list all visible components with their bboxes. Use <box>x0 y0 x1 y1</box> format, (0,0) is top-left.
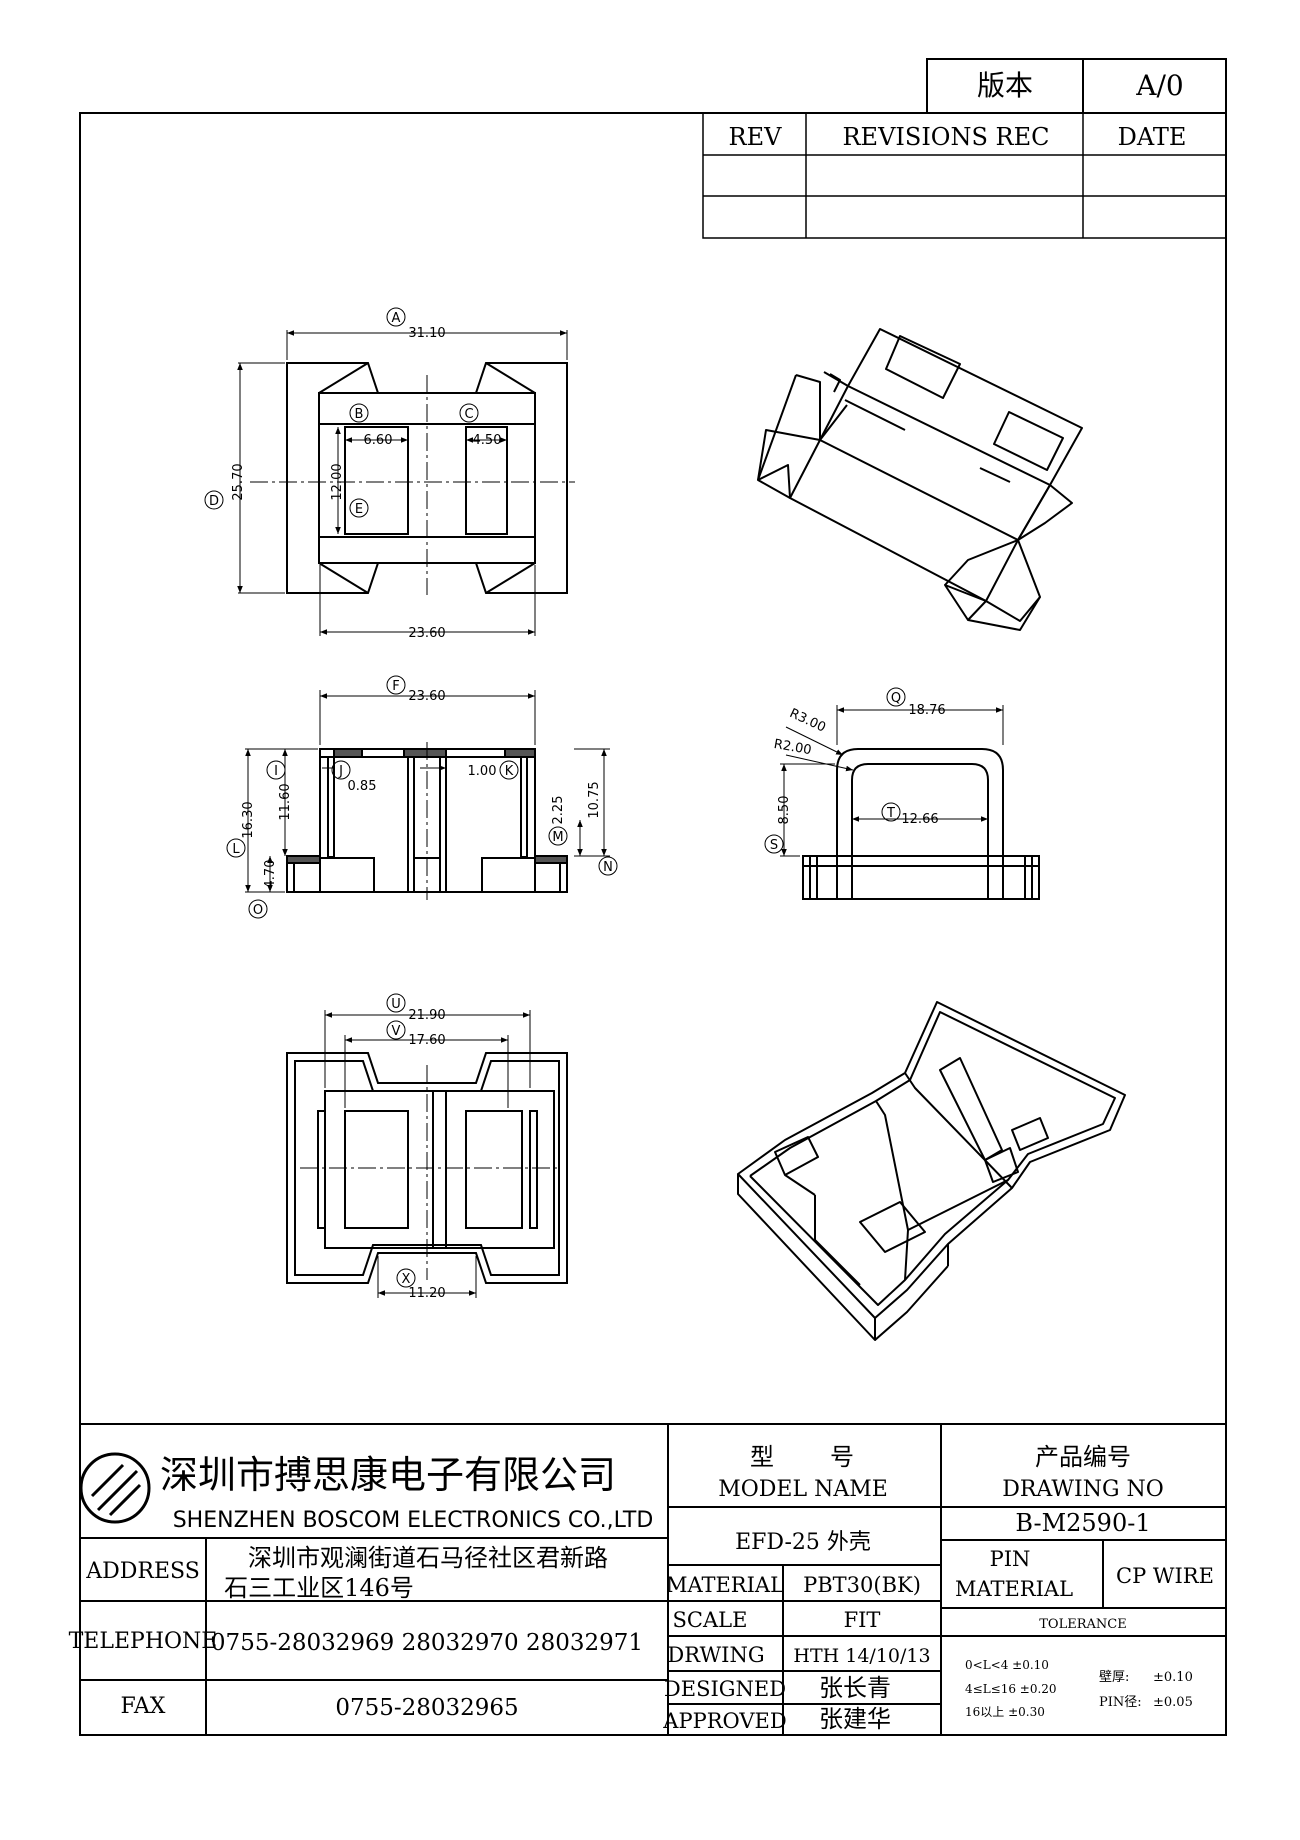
pin-material-label: MATERIAL <box>955 1577 1073 1601</box>
approved-value: 张建华 <box>819 1705 891 1733</box>
fax-label: FAX <box>121 1694 166 1719</box>
drwing-label: DRWING <box>667 1643 764 1667</box>
dim-l-value: 16.30 <box>241 801 256 838</box>
approved-label: APPROVED <box>662 1709 786 1733</box>
drwing-value: HTH 14/10/13 <box>793 1645 930 1667</box>
dim-d-value: 25.70 <box>231 463 246 500</box>
telephone-value: 0755-28032969 28032970 28032971 <box>211 1630 643 1656</box>
revision-table <box>702 112 1227 239</box>
revisions-header: REVISIONS REC <box>842 123 1049 151</box>
bottom-view-dims <box>324 993 531 1298</box>
scale-label: SCALE <box>673 1608 748 1632</box>
dim-l-letter: L <box>232 842 240 857</box>
dim-j-value: 0.85 <box>348 779 377 794</box>
dim-c-value: 4.50 <box>473 433 502 448</box>
dim-e-letter: E <box>355 502 363 517</box>
top-view-centerlines <box>250 375 575 595</box>
version-value: A/0 <box>1135 69 1183 102</box>
company-name-cn: 深圳市搏思康电子有限公司 <box>160 1453 616 1497</box>
dim-b-value: 6.60 <box>364 433 393 448</box>
dim-a-value: 31.10 <box>408 326 445 341</box>
dim-k-letter: K <box>505 764 514 779</box>
fax-value: 0755-28032965 <box>335 1695 518 1721</box>
dim-b-letter: B <box>355 407 364 422</box>
tolerance-line-3: 16以上 ±0.30 <box>965 1705 1045 1719</box>
drawing-frame <box>79 112 1227 1736</box>
dim-t-value: 12.66 <box>901 812 938 827</box>
boscom-logo-icon <box>79 1452 151 1524</box>
version-label: 版本 <box>977 69 1033 102</box>
dim-m-value: 2.25 <box>551 796 566 825</box>
bottom-view-centerlines <box>300 1065 560 1280</box>
dim-u-value: 21.90 <box>408 1008 445 1023</box>
dim-u-letter: U <box>391 997 401 1012</box>
isometric-view-top <box>757 328 1083 631</box>
bottom-view <box>286 1052 568 1284</box>
model-name-cn-2: 号 <box>830 1443 854 1471</box>
title-block-grid <box>80 1423 1226 1735</box>
material-value: PBT30(BK) <box>803 1573 921 1597</box>
address-line-1: 深圳市观澜街道石马径社区君新路 <box>248 1544 608 1572</box>
dim-t-letter: T <box>886 806 895 821</box>
dim-f-letter: F <box>392 679 399 694</box>
dim-s-letter: S <box>770 838 778 853</box>
dim-v-value: 17.60 <box>408 1033 445 1048</box>
drawing-no-cn: 产品编号 <box>1035 1443 1131 1471</box>
side-section-view <box>286 748 568 893</box>
dim-v-letter: V <box>392 1024 401 1039</box>
model-name-en: MODEL NAME <box>718 1477 888 1502</box>
dim-d-letter: D <box>209 494 219 509</box>
designed-label: DESIGNED <box>664 1677 786 1701</box>
dim-o-value: 4.70 <box>263 860 278 889</box>
dim-c-letter: C <box>464 407 473 422</box>
drawing-no-en: DRAWING NO <box>1002 1477 1164 1502</box>
address-line-2: 石三工业区146号 <box>224 1574 414 1602</box>
wall-thickness-value: ±0.10 <box>1153 1670 1193 1685</box>
rev-header: REV <box>729 123 783 151</box>
dim-e-value: 12.00 <box>330 463 345 500</box>
pin-label: PIN <box>990 1547 1031 1571</box>
dim-n-letter: N <box>603 860 613 875</box>
dim-bottom-value: 23.60 <box>408 626 445 641</box>
dim-a-letter: A <box>392 311 401 326</box>
dim-r3-value: R3.00 <box>787 706 828 736</box>
dim-j-letter: J <box>338 764 343 779</box>
address-label: ADDRESS <box>85 1559 200 1584</box>
model-name-cn-1: 型 <box>750 1443 774 1471</box>
dim-s-value: 8.50 <box>777 796 792 825</box>
dim-x-letter: X <box>402 1272 411 1287</box>
dim-i-letter: I <box>274 764 278 779</box>
dim-q-value: 18.76 <box>908 703 945 718</box>
isometric-view-bottom <box>737 1001 1126 1341</box>
pin-diameter-label: PIN径: <box>1099 1695 1142 1710</box>
pin-diameter-value: ±0.05 <box>1153 1695 1193 1710</box>
end-view <box>802 748 1040 900</box>
dim-n-value: 10.75 <box>587 781 602 818</box>
tolerance-line-2: 4≤L≤16 ±0.20 <box>965 1682 1057 1696</box>
scale-value: FIT <box>844 1608 881 1632</box>
model-value: EFD-25 外壳 <box>735 1530 871 1555</box>
dim-m-letter: M <box>552 830 563 845</box>
company-name-en: SHENZHEN BOSCOM ELECTRONICS CO.,LTD <box>173 1508 654 1533</box>
drawing-no-value: B-M2590-1 <box>1015 1509 1150 1537</box>
end-view-dims <box>764 687 1004 857</box>
dim-r2-value: R2.00 <box>773 737 813 758</box>
designed-value: 张长青 <box>819 1674 891 1702</box>
dim-o-letter: O <box>253 903 263 918</box>
pin-material-value: CP WIRE <box>1116 1564 1214 1588</box>
dim-x-value: 11.20 <box>408 1286 445 1301</box>
dim-q-letter: Q <box>891 691 901 706</box>
top-view-dims <box>204 307 568 636</box>
tolerance-line-1: 0<L<4 ±0.10 <box>965 1658 1049 1672</box>
dim-i-value: 11.60 <box>278 783 293 820</box>
material-label: MATERIAL <box>666 1573 784 1597</box>
tolerance-label: TOLERANCE <box>1039 1617 1126 1632</box>
dim-k-value: 1.00 <box>468 764 497 779</box>
wall-thickness-label: 壁厚: <box>1099 1670 1129 1685</box>
date-header: DATE <box>1118 123 1187 151</box>
telephone-label: TELEPHONE <box>69 1629 218 1654</box>
side-section-dims <box>226 675 618 919</box>
dim-f-value: 23.60 <box>408 689 445 704</box>
